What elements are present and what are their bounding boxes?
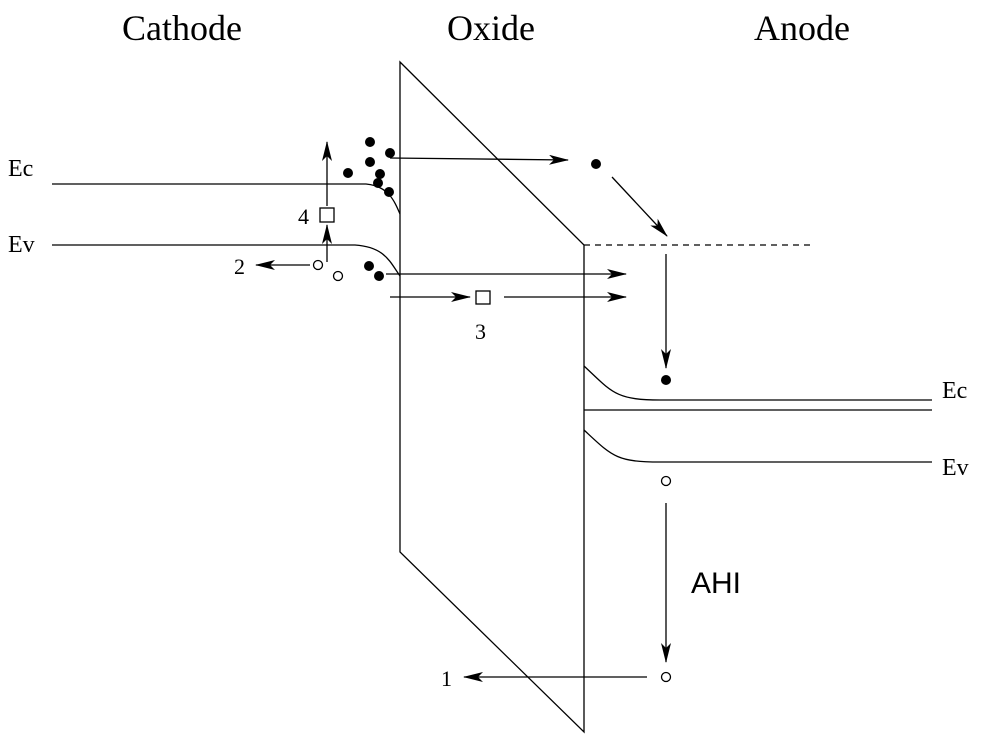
thermalized-electron bbox=[661, 375, 671, 385]
label-1: 1 bbox=[441, 666, 452, 691]
injected-electron bbox=[591, 159, 601, 169]
trap-4 bbox=[319, 207, 335, 223]
hole bbox=[332, 270, 344, 282]
anode-ev-band bbox=[583, 429, 932, 463]
anode-ev-label: Ev bbox=[942, 455, 969, 481]
electron-relaxation-arrow bbox=[611, 176, 668, 237]
hole-2 bbox=[312, 259, 324, 271]
cathode-ev-band bbox=[52, 244, 401, 277]
oxide-barrier bbox=[399, 60, 585, 734]
injected-hole bbox=[660, 671, 672, 683]
anode-ec-label: Ec bbox=[942, 378, 967, 404]
electron bbox=[385, 148, 395, 158]
cathode-ev-label: Ev bbox=[8, 232, 35, 258]
electron bbox=[364, 261, 374, 271]
electron bbox=[343, 168, 353, 178]
cathode-ec-band bbox=[52, 183, 401, 215]
electron bbox=[373, 178, 383, 188]
electron-injection-arrow bbox=[389, 154, 569, 165]
label-4: 4 bbox=[298, 204, 309, 229]
electron bbox=[365, 137, 375, 147]
electron bbox=[375, 169, 385, 179]
trap-3 bbox=[475, 290, 491, 305]
label-2: 2 bbox=[234, 254, 245, 279]
cathode-title: Cathode bbox=[122, 8, 242, 48]
electron bbox=[365, 157, 375, 167]
electron bbox=[374, 271, 384, 281]
cathode-ec-label: Ec bbox=[8, 156, 33, 182]
oxide-title: Oxide bbox=[447, 8, 535, 48]
electron bbox=[384, 187, 394, 197]
label-3: 3 bbox=[475, 319, 486, 344]
anode-hole bbox=[660, 475, 672, 487]
ahi-label: AHI bbox=[691, 567, 741, 600]
anode-ec-upper bbox=[583, 365, 932, 401]
anode-title: Anode bbox=[754, 8, 850, 48]
